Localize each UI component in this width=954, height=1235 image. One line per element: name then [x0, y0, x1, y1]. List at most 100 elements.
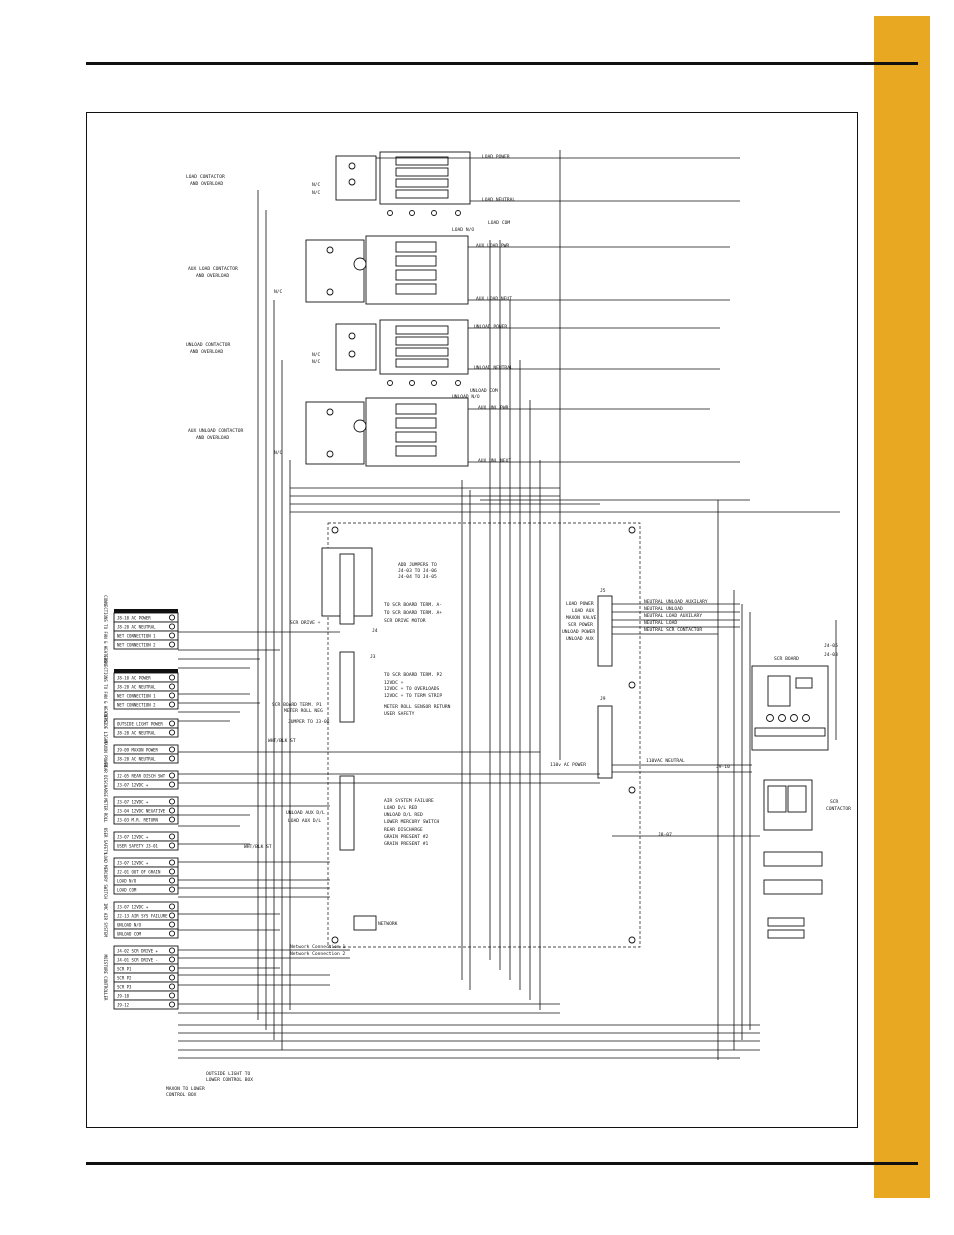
- j3-left-2: METER ROLL NEG: [284, 708, 323, 714]
- j5-left-3: MAXON VALVE: [566, 615, 597, 621]
- j5-left-6: UNLOAD AUX: [566, 636, 594, 642]
- wht-blk-label-2: WHT/BLK ST: [244, 844, 272, 850]
- j2-term-5: REAR DISCHARGE: [384, 827, 423, 833]
- wht-blk-label: WHT/BLK ST: [268, 738, 296, 744]
- terminal-row: [113, 884, 179, 895]
- terminal-row: [113, 639, 179, 650]
- terminal-screw-icon: [168, 683, 176, 690]
- terminal-label: J2-01 OUT OF GRAIN: [117, 870, 161, 875]
- load-contactor-label2: AND OVERLOAD: [190, 181, 223, 187]
- terminal-group-label: CONNECTIONS TO FAN & HEATERS: [103, 595, 108, 663]
- j9-neutral: 110VAC NEUTRAL: [646, 758, 685, 764]
- terminal-label: SCR P3: [117, 985, 132, 990]
- j5-right-4: NEUTRAL LOAD: [644, 620, 677, 626]
- terminal-label: J3-04 12VDC NEGATIVE: [117, 809, 166, 814]
- terminal-row: [113, 727, 179, 738]
- fuse-holders: [763, 851, 823, 939]
- j5-left-2: LOAD AUX: [572, 608, 594, 614]
- terminal-screw-icon: [168, 886, 176, 893]
- terminal-screw-icon: [168, 781, 176, 788]
- unload-nc-2: N/C: [312, 359, 321, 365]
- aux-unload-label1: AUX UNLOAD CONTACTOR: [188, 428, 244, 434]
- terminal-label: J8-20 AC NEUTRAL: [117, 685, 156, 690]
- load-neutral-label: LOAD NEUTRAL: [482, 197, 515, 203]
- unload-com-label: UNLOAD COM: [470, 388, 498, 394]
- j2-term-2: LOAD D/L RED: [384, 805, 417, 811]
- terminal-label: J8-20 AC NEUTRAL: [117, 731, 156, 736]
- terminal-row: [113, 999, 179, 1010]
- terminal-screw-icon: [168, 974, 176, 981]
- unload-power-label: UNLOAD POWER: [474, 324, 507, 330]
- j3-term-2: 12VDC +: [384, 680, 404, 686]
- terminal-screw-icon: [168, 674, 176, 681]
- network-conn-1: Network Connection 1: [290, 944, 346, 950]
- terminal-screw-icon: [168, 983, 176, 990]
- terminal-screw-icon: [168, 807, 176, 814]
- scr-contactor-label1: SCR: [830, 799, 839, 805]
- j3-term-5: METER ROLL SENSOR RETURN: [384, 704, 451, 710]
- terminal-label: J9-12: [117, 1003, 130, 1008]
- terminal-label: J4-01 SCR DRIVE -: [117, 958, 158, 963]
- j4-note-3: J4-04 TO J4-05: [398, 574, 437, 580]
- j5-left-4: SCR POWER: [568, 622, 593, 628]
- aux-load-nc: N/C: [274, 289, 283, 295]
- terminal-label: LOAD COM: [117, 888, 137, 893]
- load-contactor: LOAD CONTACTOR AND OVERLOAD LOAD POWER L…: [186, 151, 515, 233]
- j5-connector: J5 LOAD POWER LOAD AUX MAXON VALVE SCR P…: [562, 588, 708, 667]
- j4-term-3: SCR DRIVE MOTOR: [384, 618, 426, 624]
- terminal-label: SCR P1: [117, 967, 132, 972]
- j5-right-5: NEUTRAL SCR CONTACTOR: [644, 627, 702, 633]
- terminal-label: USER SAFETY J3-01: [117, 844, 159, 849]
- terminal-group-label: METER ROLL: [103, 798, 108, 823]
- terminal-group-label: OUTSIDE LIGHT: [103, 712, 108, 744]
- terminal-screw-icon: [168, 692, 176, 699]
- terminal-label: SCR P2: [117, 976, 132, 981]
- j2-term-4: LOWER MERCURY SWITCH: [384, 819, 440, 825]
- aux-load-neut-label: AUX LOAD NEUT: [476, 296, 512, 302]
- terminal-label: NET CONNECTION 2: [117, 643, 156, 648]
- terminal-label: NET CONNECTION 1: [117, 634, 156, 639]
- terminal-label: J2-13 AIR SYS FAILURE: [117, 914, 168, 919]
- j2-term-1: AIR SYSTEM FAILURE: [384, 798, 434, 804]
- terminal-label: J3-03 M.R. RETURN: [117, 818, 159, 823]
- terminal-screw-icon: [168, 755, 176, 762]
- j4-term-1: TO SCR BOARD TERM. A-: [384, 602, 442, 608]
- strip-end-bar: [114, 669, 178, 673]
- terminal-screw-icon: [168, 632, 176, 639]
- terminal-label: J3-07 12VDC +: [117, 835, 149, 840]
- j3-term-1: TO SCR BOARD TERM. P2: [384, 672, 442, 678]
- terminal-label: J3-07 12VDC +: [117, 783, 149, 788]
- j4-title: J4: [372, 628, 378, 634]
- load-nc-2: N/C: [312, 190, 321, 196]
- terminal-screw-icon: [168, 1001, 176, 1008]
- j2-connector: AIR SYSTEM FAILURE LOAD D/L RED UNLOAD D…: [286, 775, 440, 851]
- unload-nc-1: N/C: [312, 352, 321, 358]
- terminal-screw-icon: [168, 842, 176, 849]
- terminal-label: NET CONNECTION 2: [117, 703, 156, 708]
- scr-contactor: SCR CONTACTOR: [763, 779, 851, 831]
- unload-no-label: UNLOAD N/O: [452, 394, 480, 400]
- terminal-screw-icon: [168, 956, 176, 963]
- j3-term-4: 12VDC + TO TERM STRIP: [384, 693, 442, 699]
- terminal-label: LOAD N/O: [117, 879, 137, 884]
- terminal-screw-icon: [168, 701, 176, 708]
- j3-term-3: 12VDC + TO OVERLOADS: [384, 686, 440, 692]
- terminal-label: NET CONNECTION 1: [117, 694, 156, 699]
- terminal-screw-icon: [168, 816, 176, 823]
- terminal-screw-icon: [168, 623, 176, 630]
- terminal-label: J8-20 AC NEUTRAL: [117, 625, 156, 630]
- maxon-note-2: CONTROL BOX: [166, 1092, 197, 1098]
- terminal-group-label: MOISTURE CONTROLLER: [103, 955, 108, 1001]
- aux-load-pwr-label: AUX LOAD PWR: [476, 243, 509, 249]
- j5-right-2: NEUTRAL UNLOAD: [644, 606, 683, 612]
- strip-end-bar: [114, 609, 178, 613]
- terminal-row: [113, 928, 179, 939]
- j3-connector: J3 TO SCR BOARD TERM. P2 12VDC + 12VDC +…: [272, 651, 451, 725]
- scr-board-title: SCR BOARD: [774, 656, 799, 662]
- unload-neutral-label: UNLOAD NEUTRAL: [474, 365, 513, 371]
- terminal-screw-icon: [168, 641, 176, 648]
- aux-load-label2: AND OVERLOAD: [196, 273, 229, 279]
- terminal-label: OUTSIDE LIGHT POWER: [117, 722, 163, 727]
- bottom-note-2: LOWER CONTROL BOX: [206, 1077, 253, 1083]
- terminal-group-label: CONNECTIONS TO FAN & HEATERS: [103, 655, 108, 723]
